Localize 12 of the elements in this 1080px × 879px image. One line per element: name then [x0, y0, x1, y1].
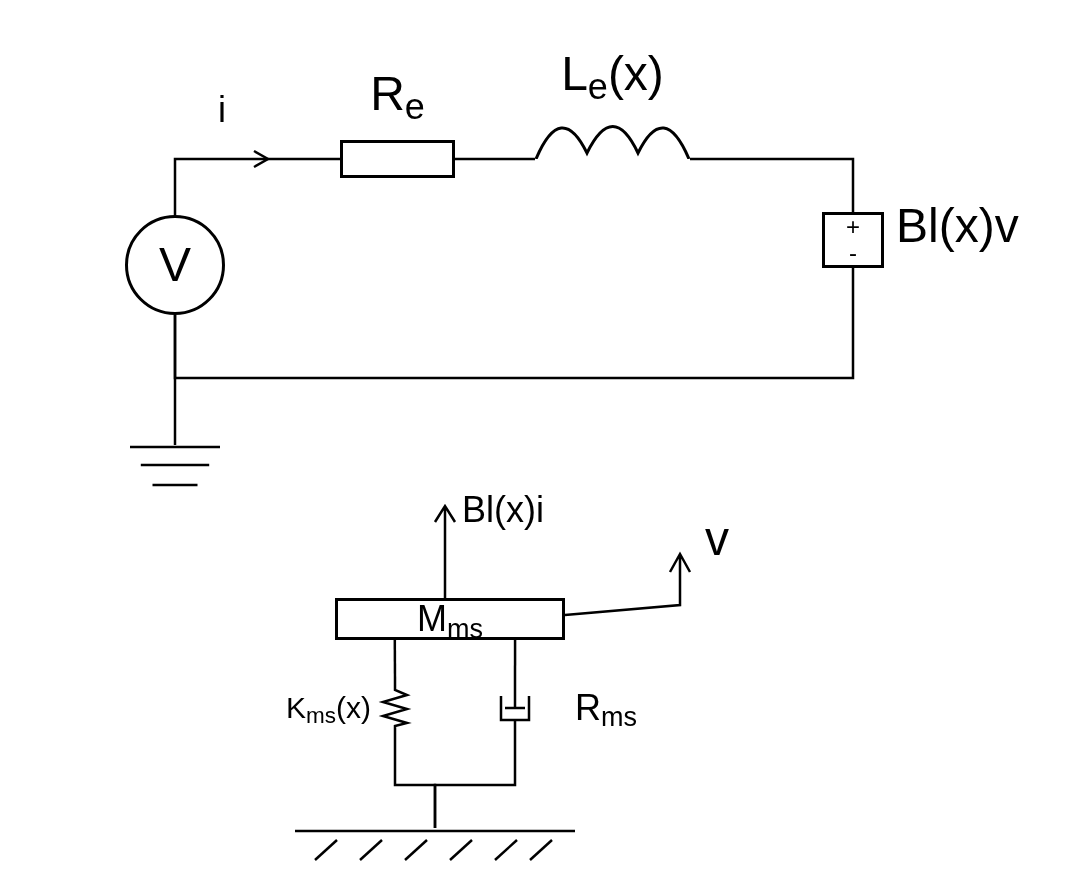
force-label: Bl(x)i [462, 489, 544, 530]
source-expression: Bl(x)v [896, 199, 1019, 252]
source-label: V [159, 241, 191, 289]
resistor-label: R$_{e}$ [370, 70, 425, 118]
velocity-label: v [705, 512, 729, 565]
minus-sign: - [849, 241, 857, 265]
mass-block [335, 598, 565, 640]
spring-label: K$_{ms}$(x) [286, 692, 371, 723]
inductor-label: L$_{e}$(x) [561, 50, 664, 98]
controlled-source-box [822, 212, 884, 268]
damper-label: R$_{ms}$ [575, 689, 637, 726]
plus-sign: + [846, 215, 860, 239]
